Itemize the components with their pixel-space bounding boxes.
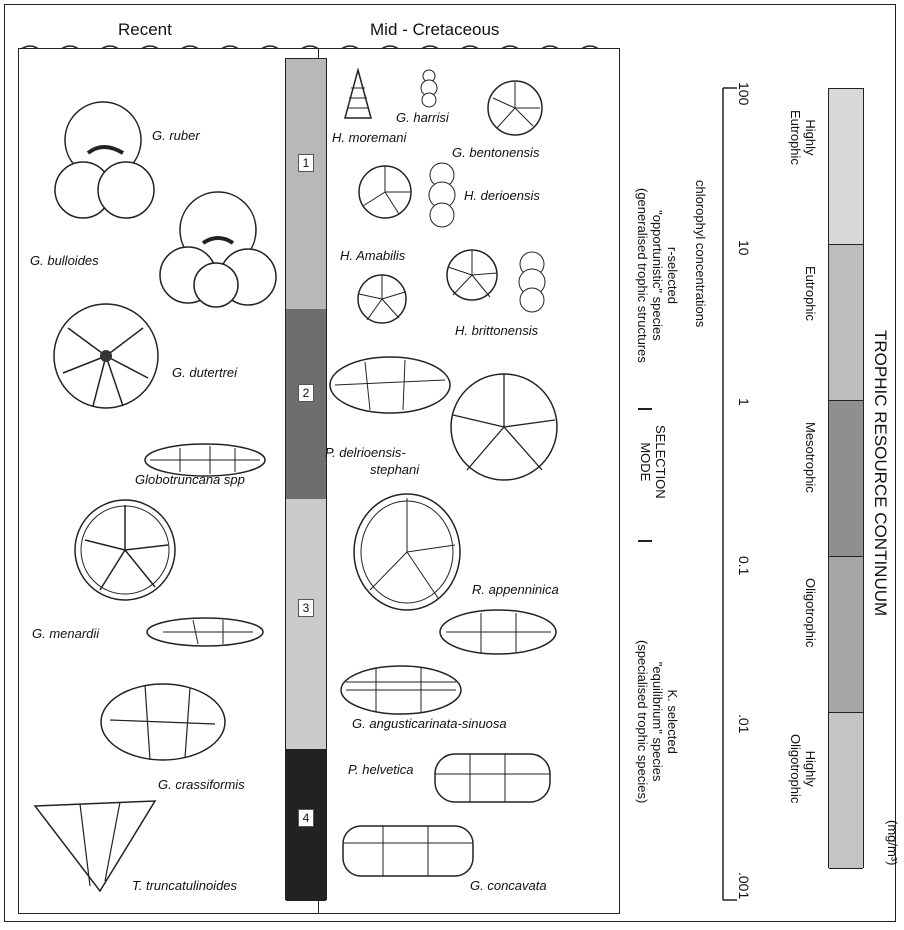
fossil-g-dutertrei [48, 298, 163, 418]
label-g-angusticarinata: G. angusticarinata-sinuosa [352, 716, 507, 731]
r-selected-title: r-selected [665, 188, 680, 363]
label-g-crassiformis: G. crassiformis [158, 777, 245, 792]
label-p-delrioensis: P. delrioensis- [325, 445, 406, 460]
fossil-h-moremani [343, 68, 373, 123]
axis-tick-4: 0.1 [736, 556, 752, 575]
label-h-amabilis: H. Amabilis [340, 248, 405, 263]
fossil-g-crassiformis [95, 680, 230, 765]
selection-mode: SELECTION MODE [638, 425, 668, 499]
label-g-menardii: G. menardii [32, 626, 99, 641]
fossil-p-helvetica [430, 744, 555, 809]
continuum-label-5: Highly Oligotrophic [788, 734, 818, 803]
fossil-h-amabilis [355, 272, 410, 327]
segment-3-number: 3 [298, 599, 314, 617]
segment-2-number: 2 [298, 384, 314, 402]
fossil-h-brittonensis-side [512, 250, 552, 315]
fossil-g-angusticarinata [336, 660, 466, 720]
r-selected-desc2: (generalised trophic structures [635, 188, 650, 363]
k-selected-desc: "equilibrium" species [650, 640, 665, 803]
header-recent: Recent [118, 20, 172, 40]
fossil-g-ruber [48, 95, 158, 225]
continuum-segment-5 [829, 713, 863, 869]
label-globotruncana: Globotruncana spp [135, 472, 245, 487]
chlorophyll-axis [715, 80, 745, 910]
fossil-h-brittonensis [445, 245, 500, 305]
fossil-r-appenninica [350, 490, 465, 615]
label-g-bulloides: G. bulloides [30, 253, 99, 268]
label-h-derioensis: H. derioensis [464, 188, 540, 203]
k-selected-title: K. selected [665, 640, 680, 803]
fossil-g-bulloides [158, 185, 278, 315]
segment-1-number: 1 [298, 154, 314, 172]
fossil-h-derioensis-side [425, 160, 460, 230]
header-mid-cretaceous: Mid - Cretaceous [370, 20, 499, 40]
label-t-truncatulinoides: T. truncatulinoides [132, 878, 237, 893]
fossil-h-derioensis [355, 162, 415, 222]
bar-segment-4: 4 [286, 749, 326, 901]
trophic-continuum-bar [828, 88, 864, 868]
axis-tick-1: 100 [736, 82, 752, 105]
bar-segment-2: 2 [286, 309, 326, 499]
axis-tick-2: 10 [736, 240, 752, 256]
label-h-brittonensis: H. brittonensis [455, 323, 538, 338]
k-selected-block: K. selected "equilibrium" species (speci… [635, 640, 680, 803]
axis-label: chlorophyl concentrations [693, 180, 708, 327]
fossil-g-concavata [338, 818, 478, 883]
label-p-stephani: stephani [370, 462, 419, 477]
selection-mode-line2: MODE [638, 425, 653, 499]
label-g-concavata: G. concavata [470, 878, 547, 893]
bar-segment-3: 3 [286, 499, 326, 749]
fossil-p-delrioensis [447, 370, 562, 485]
segment-4-number: 4 [298, 809, 314, 827]
continuum-title: TROPHIC RESOURCE CONTINUUM [870, 330, 890, 616]
fossil-g-menardii-side [143, 612, 268, 652]
axis-tick-3: 1 [736, 398, 752, 406]
label-r-appenninica: R. appenninica [472, 582, 559, 597]
selection-mode-tick-bottom [638, 540, 652, 542]
continuum-label-3: Mesotrophic [803, 422, 818, 493]
k-selected-desc2: (specialised trophic species) [635, 640, 650, 803]
selection-mode-line1: SELECTION [653, 425, 668, 499]
axis-tick-6: .001 [736, 872, 752, 899]
r-selected-desc: "opportunistic" species [650, 188, 665, 363]
continuum-segment-3 [829, 401, 863, 557]
continuum-label-4: Oligotrophic [803, 578, 818, 647]
label-g-harrisi: G. harrisi [396, 110, 449, 125]
fossil-g-menardii [70, 495, 180, 605]
continuum-label-1: Highly Eutrophic [788, 110, 818, 165]
continuum-segment-1 [829, 89, 863, 245]
trophic-bar: 1 2 3 4 [285, 58, 327, 900]
fossil-g-harrisi [417, 68, 442, 108]
bar-segment-1: 1 [286, 59, 326, 309]
r-selected-block: r-selected "opportunistic" species (gene… [635, 188, 680, 363]
label-g-bentonensis: G. bentonensis [452, 145, 539, 160]
axis-unit: (mg/m³) [885, 820, 900, 866]
axis-tick-5: .01 [736, 714, 752, 733]
fossil-r-appenninica-side [436, 605, 561, 660]
continuum-segment-2 [829, 245, 863, 401]
fossil-g-bentonensis [485, 78, 545, 138]
label-g-dutertrei: G. dutertrei [172, 365, 237, 380]
label-g-ruber: G. ruber [152, 128, 200, 143]
continuum-label-2: Eutrophic [803, 266, 818, 321]
label-p-helvetica: P. helvetica [348, 762, 414, 777]
label-h-moremani: H. moremani [332, 130, 406, 145]
selection-mode-tick-top [638, 408, 652, 410]
fossil-p-delrioensis-side [325, 350, 455, 420]
continuum-segment-4 [829, 557, 863, 713]
